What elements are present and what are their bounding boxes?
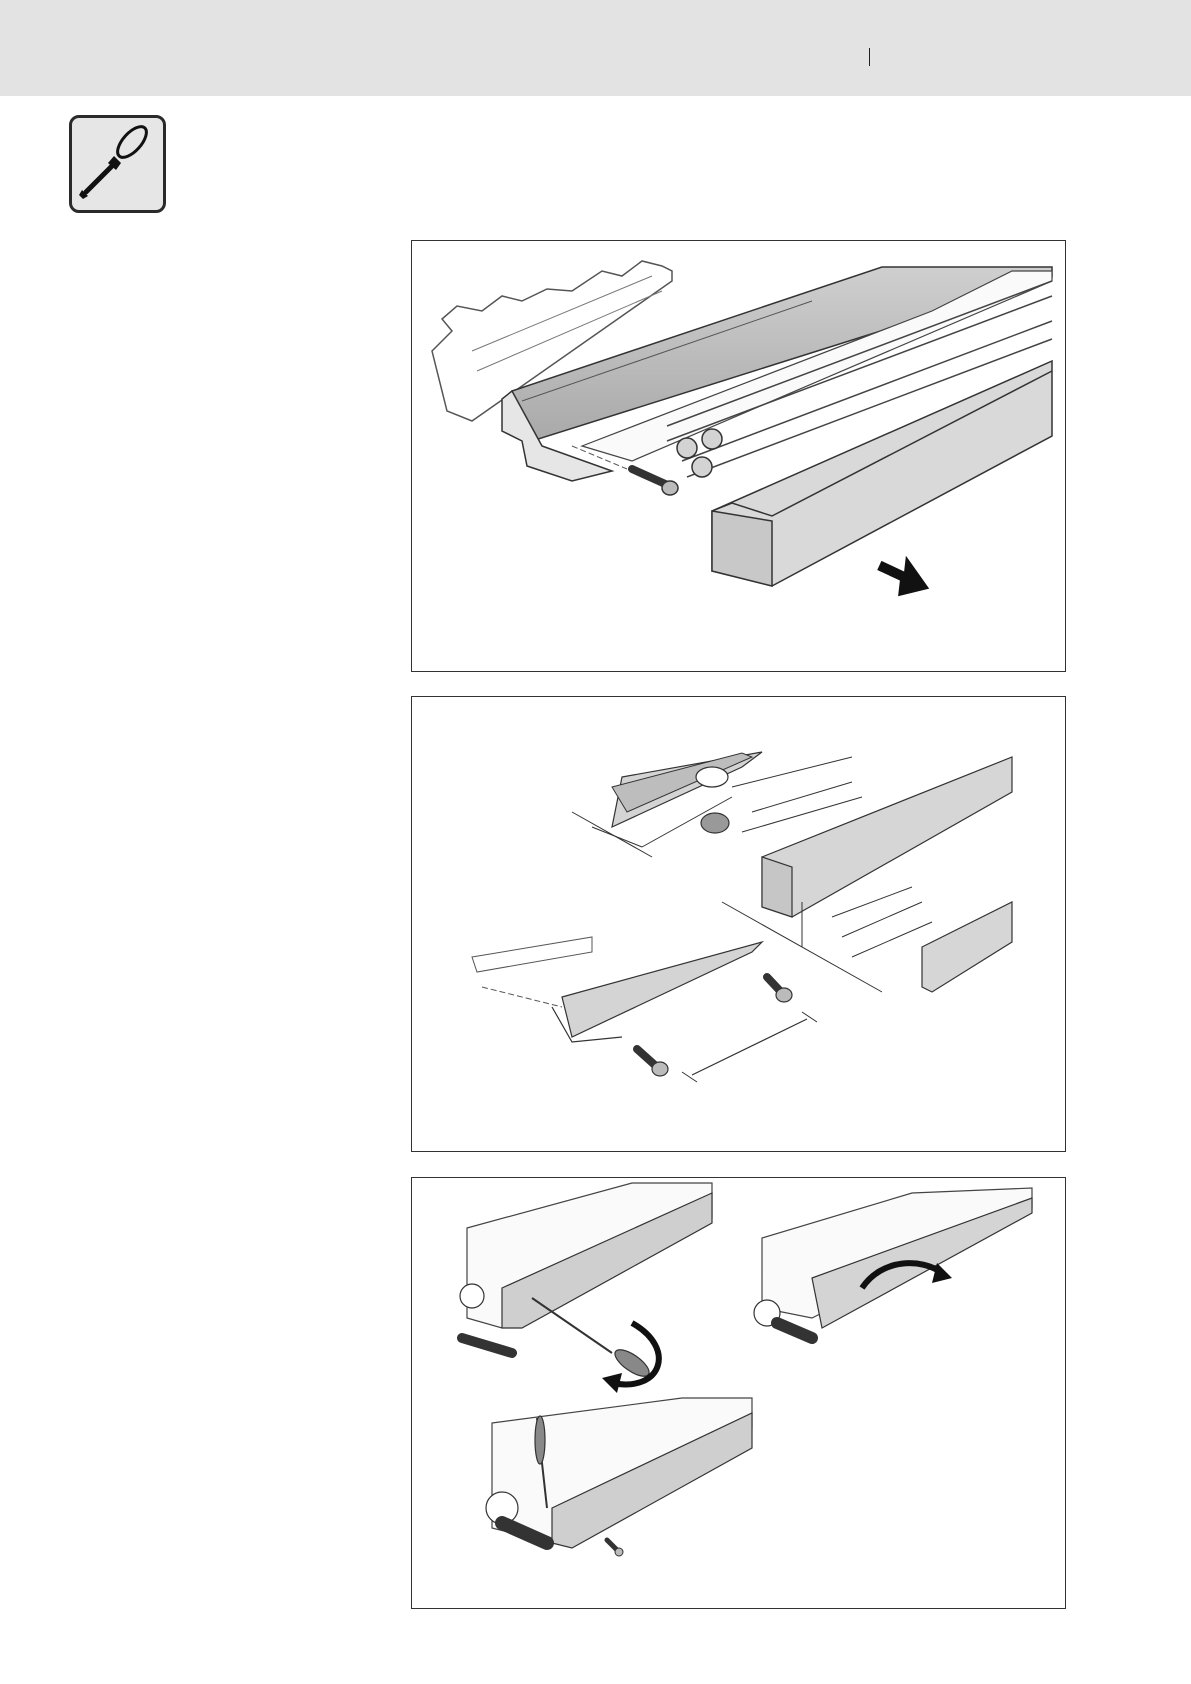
cover-strip-removal-illustration (412, 1178, 1064, 1607)
header-divider (869, 48, 870, 66)
screw-mounting-illustration (412, 697, 1064, 1150)
figure-screw-mounting (411, 696, 1066, 1152)
figure-cover-rail-assembly (411, 240, 1066, 672)
screwdriver-icon (72, 118, 163, 210)
screwdriver-badge (69, 115, 166, 213)
page-header (0, 0, 1191, 96)
rail-assembly-illustration (412, 241, 1064, 670)
figure-cover-strip-removal (411, 1177, 1066, 1609)
